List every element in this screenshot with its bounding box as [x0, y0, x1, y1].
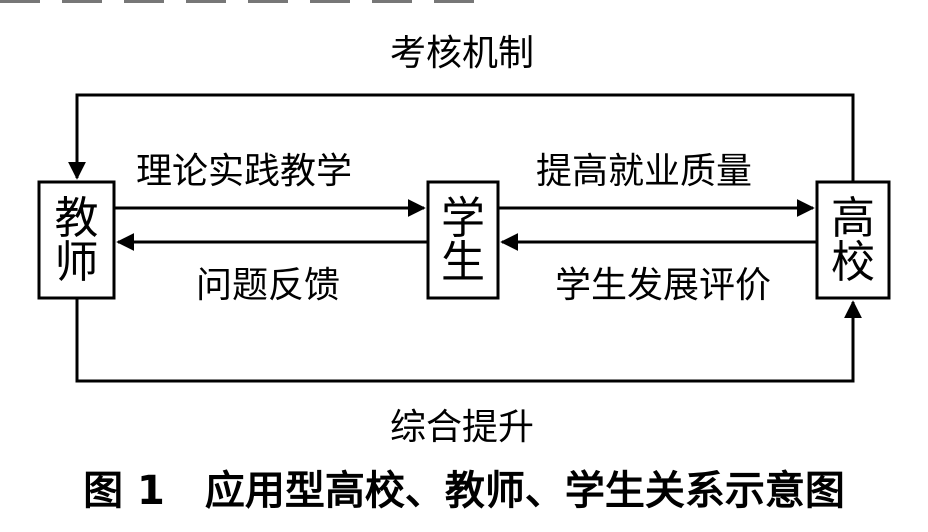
- student-label-bottom: 生: [441, 237, 485, 288]
- figure-caption: 图 1 应用型高校、教师、学生关系示意图: [83, 468, 845, 514]
- teacher-label-bottom: 师: [54, 237, 99, 288]
- relationship-diagram: [37, 93, 891, 383]
- student-node-box: [426, 180, 500, 300]
- teaching-label: 理论实践教学: [136, 151, 353, 192]
- teacher-label-top: 教: [54, 193, 99, 244]
- employment-label: 提高就业质量: [536, 151, 753, 192]
- improvement-label: 综合提升: [390, 407, 535, 448]
- university-label-top: 高: [831, 193, 875, 244]
- top-crop-artifact: [0, 0, 560, 6]
- improvement-arrow: [75, 298, 862, 383]
- feedback-label: 问题反馈: [196, 265, 341, 306]
- university-label-bottom: 校: [831, 237, 875, 288]
- evaluation-label: 学生发展评价: [555, 265, 772, 306]
- university-node-box: [815, 180, 891, 300]
- assessment-label: 考核机制: [390, 33, 535, 74]
- teacher-node-box: [37, 180, 116, 300]
- assessment-arrow: [68, 93, 855, 182]
- student-label-top: 学: [441, 193, 485, 244]
